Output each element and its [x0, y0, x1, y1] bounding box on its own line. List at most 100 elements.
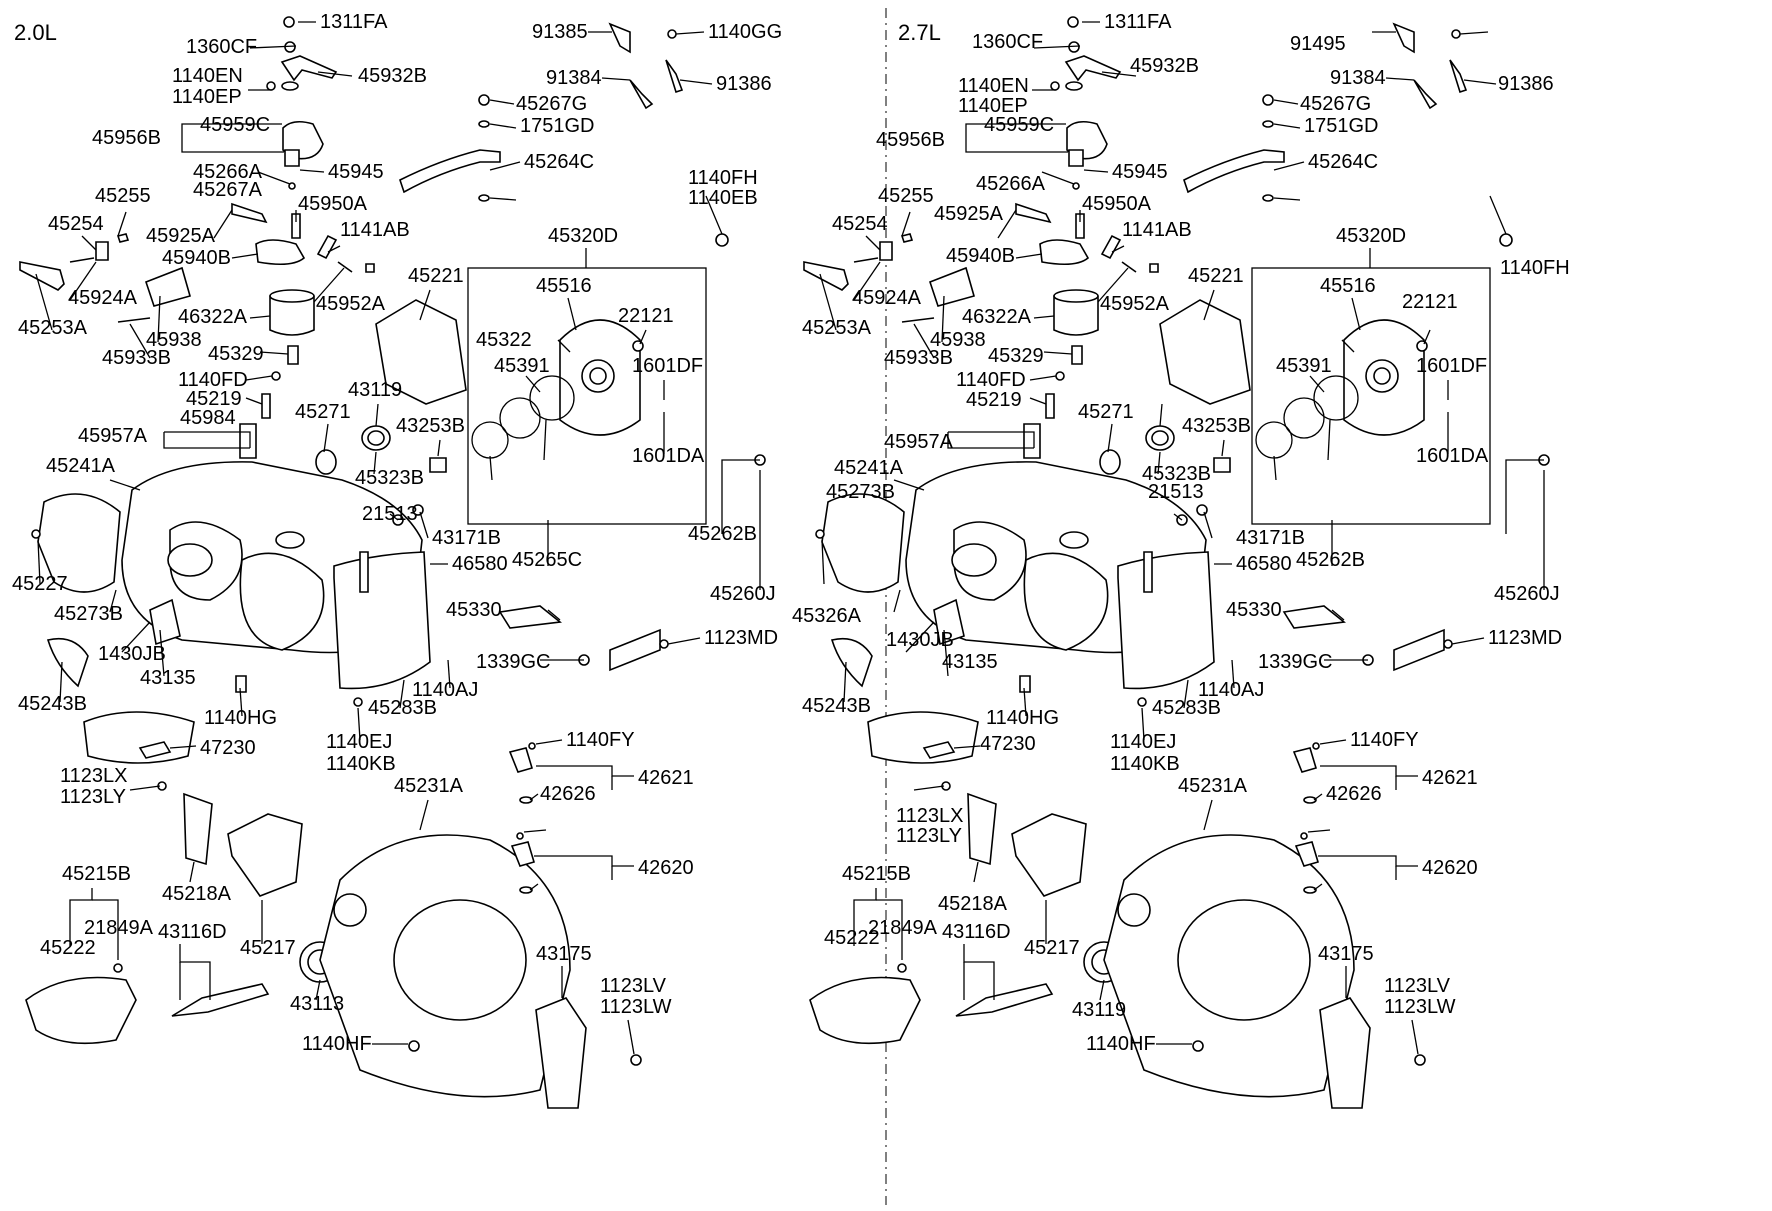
part-shape [261, 393, 271, 419]
part-shape [117, 317, 151, 323]
part-shape [1303, 796, 1317, 804]
leader-line [1141, 707, 1145, 741]
part-label: 43175 [1318, 943, 1374, 965]
part-label: 45267G [516, 93, 587, 115]
part-shape [255, 239, 306, 266]
leader-line [92, 899, 119, 960]
leader-line [947, 432, 1034, 449]
panel-title: 2.7L [898, 20, 941, 45]
leader-line [853, 261, 881, 301]
part-shape [955, 983, 1054, 1017]
leader-line [299, 169, 325, 173]
leader-line [1183, 679, 1189, 709]
leader-line [721, 459, 760, 534]
part-shape [1059, 531, 1089, 549]
part-label: 45241A [834, 457, 904, 479]
part-shape [1300, 832, 1308, 840]
leader-line [893, 479, 925, 491]
leader-line [117, 211, 127, 237]
part-label: 47230 [200, 737, 256, 759]
part-label: 1339GC [476, 651, 551, 673]
leader-line [489, 455, 493, 481]
part-shape [316, 234, 338, 260]
part-label: 47230 [980, 733, 1036, 755]
part-shape [271, 371, 281, 381]
part-label: 1140EP [172, 86, 242, 108]
part-shape [1262, 94, 1274, 106]
part-shape [1262, 120, 1274, 128]
part-label: 21513 [1148, 481, 1204, 503]
part-label: 45938 [930, 329, 986, 351]
part-label: 1140FY [566, 729, 635, 751]
part-shape [1065, 81, 1083, 91]
part-shape [239, 552, 325, 651]
leader-line [1203, 511, 1213, 539]
part-label: 1751GD [1304, 115, 1379, 137]
part-label: 45932B [1130, 55, 1199, 77]
leader-line [69, 261, 97, 301]
part-shape [281, 81, 299, 91]
part-shape [1099, 449, 1121, 475]
leader-line [913, 785, 945, 791]
part-label: 45940B [946, 245, 1015, 267]
part-shape [529, 375, 575, 421]
leader-line [259, 351, 289, 355]
part-label: 43171B [432, 527, 501, 549]
leader-line [1331, 609, 1345, 621]
part-label: 1430JB [886, 629, 954, 651]
part-shape [715, 233, 729, 247]
part-shape [1011, 813, 1087, 897]
part-shape [1050, 81, 1060, 91]
part-label: 45933B [102, 347, 171, 369]
part-label: 1140EB [688, 187, 758, 209]
part-label: 45255 [878, 185, 934, 207]
part-shape [629, 79, 654, 110]
part-label: 45984 [180, 407, 236, 429]
leader-line [523, 829, 547, 833]
leader-line [1159, 403, 1163, 427]
leader-line [399, 679, 405, 709]
part-label: 45253A [18, 317, 88, 339]
part-label: 45260J [1494, 583, 1560, 605]
part-label: 42621 [1422, 767, 1478, 789]
part-shape [1451, 29, 1461, 39]
part-label: 1140AJ [412, 679, 478, 701]
leader-line [1029, 375, 1057, 381]
part-shape [167, 543, 213, 577]
leader-line [189, 861, 195, 883]
part-label: 45221 [1188, 265, 1244, 287]
part-shape [333, 893, 367, 927]
part-label: 91384 [546, 67, 602, 89]
leader-line [1318, 855, 1418, 867]
part-label: 45320D [548, 225, 618, 247]
leader-line [1203, 799, 1213, 831]
leader-line [1313, 883, 1323, 891]
part-label: 43171B [1236, 527, 1305, 549]
callout-box [1251, 267, 1491, 525]
part-label: 43253B [396, 415, 465, 437]
part-shape [408, 1040, 420, 1052]
part-label: 45227 [12, 573, 68, 595]
part-shape [1068, 149, 1084, 167]
part-shape [1100, 234, 1122, 260]
part-shape [478, 120, 490, 128]
part-shape [519, 886, 533, 894]
part-shape [333, 551, 431, 690]
leader-line [941, 295, 945, 343]
leader-line [901, 211, 911, 237]
part-label: 1140HF [302, 1033, 372, 1055]
part-shape [967, 792, 997, 866]
part-label: 45957A [884, 431, 954, 453]
part-shape [609, 628, 661, 672]
leader-line [865, 235, 881, 251]
part-shape [1393, 628, 1445, 672]
part-shape [1019, 675, 1031, 693]
callout-box [467, 267, 707, 525]
part-shape [284, 149, 300, 167]
part-shape [901, 317, 935, 323]
part-label: 21513 [362, 503, 418, 525]
leader-line [997, 209, 1017, 239]
leader-line [1083, 169, 1109, 173]
part-shape [1313, 375, 1359, 421]
leader-line [1273, 455, 1277, 481]
